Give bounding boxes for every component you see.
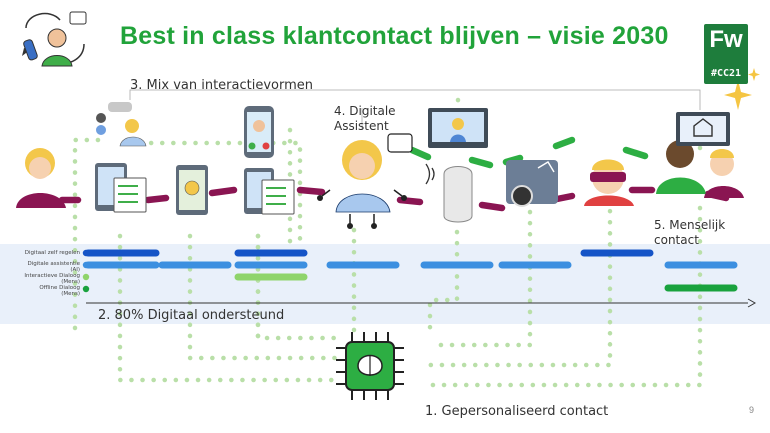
- car-dashboard-icon: [506, 160, 558, 207]
- sparkle-icon: [724, 68, 760, 110]
- smart-speaker-icon: [425, 163, 473, 223]
- customer-service-icon: [22, 11, 87, 67]
- legend-interactive-dialogue: Interactieve Dialoog (Mens): [24, 273, 80, 285]
- tablet-checklist-icon: [95, 163, 147, 213]
- legend-digital-assistance: Digitale assistentie (AI): [27, 261, 80, 273]
- legend-offline-dialogue: Offline Dialoog (Mens): [39, 285, 80, 297]
- video-meeting-icon: [428, 108, 488, 148]
- page-number: 9: [749, 405, 755, 415]
- advisors-icon: [656, 140, 744, 198]
- fw-logo-tag: #CC21: [710, 68, 742, 79]
- customer-icon: [16, 148, 66, 208]
- mix-bracket: [129, 89, 701, 110]
- fw-logo-text: Fw: [709, 26, 743, 53]
- legend-digital-self-service: Digitaal zelf regelen: [24, 250, 80, 256]
- label-digital-assistant: 4. Digitale Assistent: [334, 104, 396, 133]
- channel-bars: [84, 249, 738, 292]
- phone-checklist-icon: [244, 168, 295, 215]
- legend-markers: [82, 249, 90, 293]
- robot-assistant-icon: [317, 133, 413, 229]
- vr-headset-icon: [584, 159, 634, 206]
- fw-logo: [704, 24, 748, 84]
- chat-agent-icon: [96, 102, 147, 147]
- label-human-contact: 5. Menselijk contact: [654, 218, 726, 247]
- label-digital-supported: 2. 80% Digitaal ondersteund: [98, 308, 285, 323]
- digital-channels-band: [0, 244, 770, 324]
- video-call-icon: [244, 106, 274, 158]
- label-personalised: 1. Gepersonaliseerd contact: [425, 404, 609, 419]
- mobile-notification-icon: [176, 165, 208, 215]
- home-monitor-icon: [676, 112, 730, 146]
- ai-chip-icon: [336, 332, 404, 400]
- label-mix: 3. Mix van interactievormen: [130, 78, 313, 93]
- ai-connection-lines: [72, 97, 703, 388]
- page-title: Best in class klantcontact blijven – vis…: [120, 22, 669, 50]
